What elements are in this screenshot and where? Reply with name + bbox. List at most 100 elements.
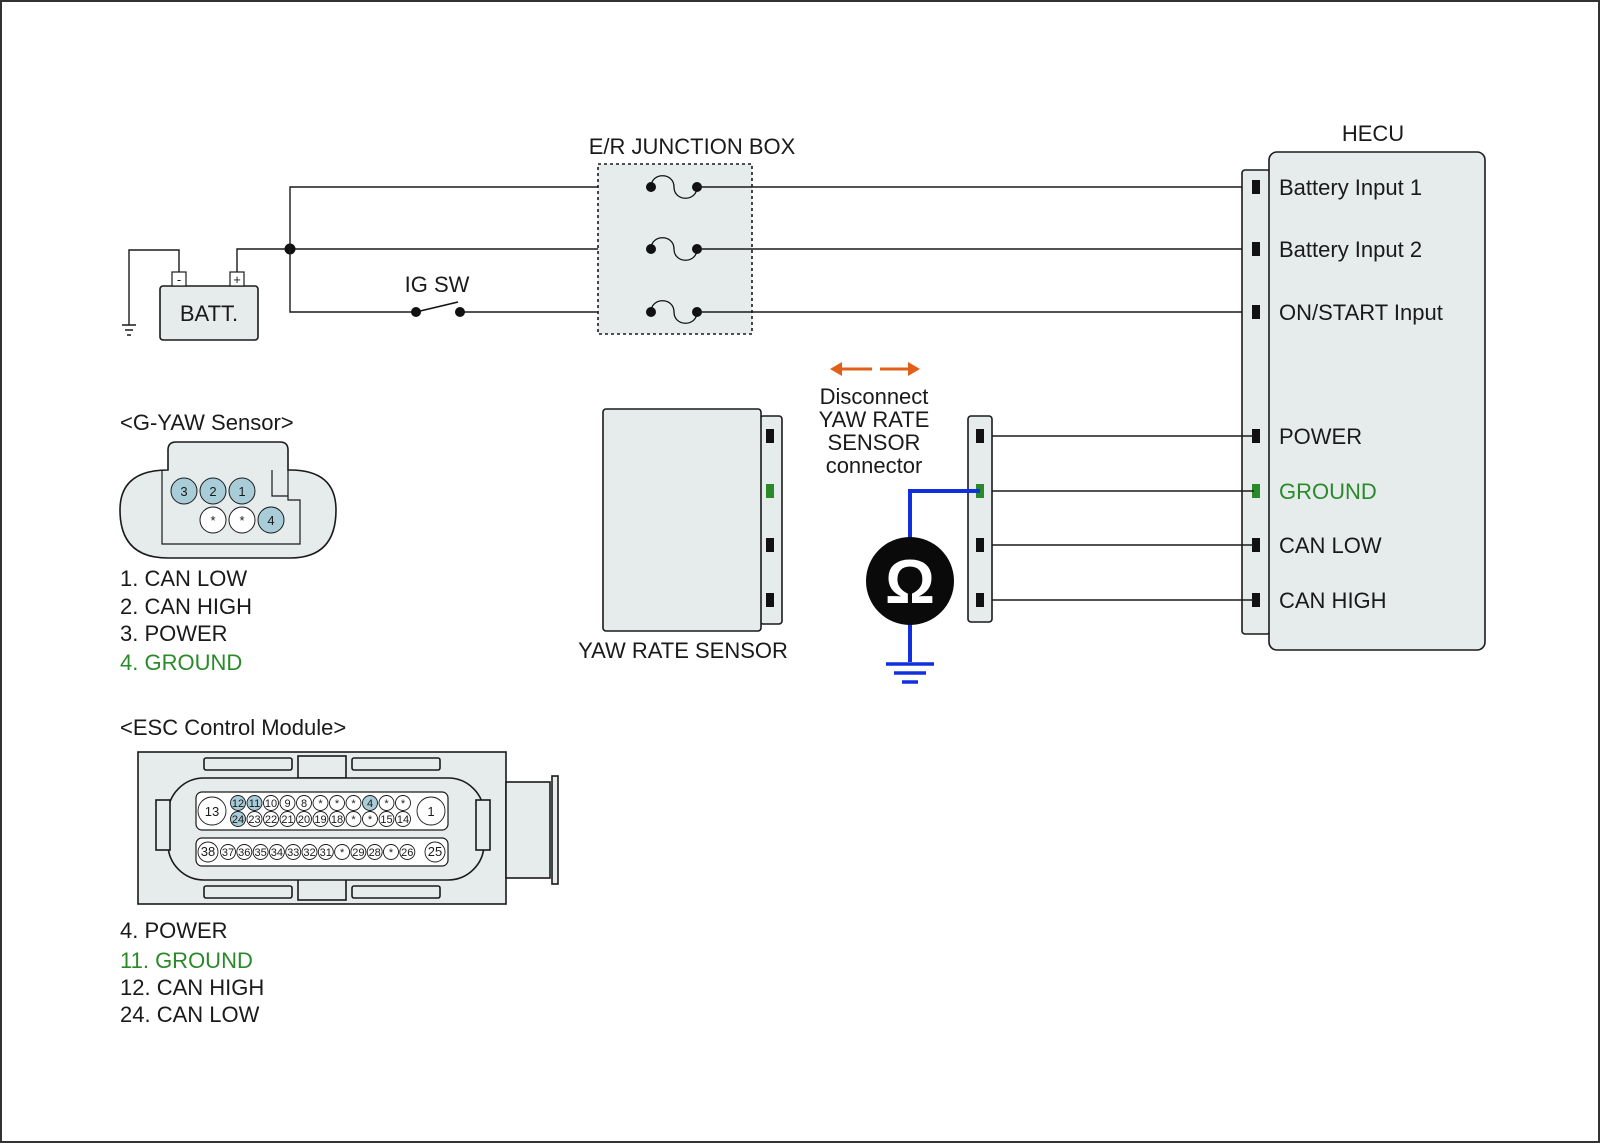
right-arrow-icon	[880, 362, 920, 376]
esc-pin-label: 34	[271, 847, 283, 859]
hecu-pin-label-5: CAN LOW	[1279, 533, 1382, 558]
battery: BATT. - +	[122, 249, 259, 341]
g-yaw-pin	[228, 506, 256, 534]
esc-pin	[197, 796, 227, 826]
g-yaw-pin	[228, 477, 256, 505]
esc-pin	[334, 844, 351, 860]
esc-pin	[378, 811, 395, 827]
hecu-connector-strip	[1241, 169, 1271, 635]
ig-switch-contact-b	[455, 307, 465, 317]
esc-pin	[220, 844, 236, 860]
esc-pin-label: 35	[254, 847, 266, 859]
hecu-pin-3	[1252, 429, 1260, 443]
esc-pin	[399, 844, 416, 860]
esc-pin	[246, 811, 263, 827]
esc-legend-3: 12. CAN HIGH	[120, 975, 264, 1000]
esc-pin	[345, 811, 362, 827]
battery-body	[159, 285, 259, 341]
hecu-pin-label-6: CAN HIGH	[1279, 588, 1387, 613]
jb-to-hecu-wires	[697, 186, 1254, 313]
wire-batt-to-fuse2	[236, 248, 649, 272]
esc-pin	[329, 795, 345, 811]
esc-pin-label: 18	[331, 814, 343, 826]
esc-pin-label: 11	[249, 798, 260, 810]
wire-to-fuse1	[289, 186, 649, 249]
esc-pin-label: *	[351, 814, 356, 826]
esc-pin	[268, 844, 285, 860]
g-yaw-pin	[170, 477, 198, 505]
hecu-pin-6	[1252, 593, 1260, 607]
disconnect-instruction: Disconnect YAW RATE SENSOR connector	[819, 362, 929, 478]
esc-pin-label: 32	[303, 847, 315, 859]
g-yaw-pin	[257, 506, 285, 534]
esc-pin-label: 25	[428, 844, 442, 859]
esc-pin-label: *	[384, 798, 389, 810]
hecu-pin-5	[1252, 538, 1260, 552]
hecu-pin-1	[1252, 242, 1260, 256]
ohmmeter: Ω	[866, 489, 980, 684]
esc-pin-label: *	[389, 847, 394, 859]
battery-label: BATT.	[180, 301, 238, 326]
esc-pin-label: 31	[320, 847, 332, 859]
harness-connector	[967, 415, 993, 623]
esc-pin-label: 20	[298, 814, 310, 826]
hecu-pin-label-2: ON/START Input	[1279, 300, 1443, 325]
meter-lead-top	[908, 489, 980, 540]
g-yaw-pin-label: 1	[238, 484, 245, 499]
esc-side-tab-left	[155, 799, 171, 851]
esc-side-tab-right	[475, 799, 491, 851]
esc-pin-label: 36	[238, 847, 250, 859]
junction-box-title: E/R JUNCTION BOX	[589, 134, 796, 159]
esc-pin	[329, 811, 345, 827]
yaw-sensor-pin	[766, 593, 774, 607]
hecu-pin-2	[1252, 305, 1260, 319]
g-yaw-keyway	[161, 470, 301, 545]
g-yaw-pin	[199, 477, 227, 505]
yaw-sensor-body	[602, 408, 762, 632]
ohm-symbol: Ω	[885, 548, 935, 617]
esc-key-bottom	[297, 877, 347, 901]
esc-pin-label: 23	[248, 814, 260, 826]
g-yaw-pin	[199, 506, 227, 534]
esc-pin-label: 4	[367, 798, 373, 810]
instruction-line-1: Disconnect	[820, 384, 929, 409]
yaw-sensor-connector	[759, 415, 783, 625]
esc-pin	[317, 844, 334, 860]
esc-pin-label: 22	[265, 814, 277, 826]
esc-pin-label: 12	[232, 798, 244, 810]
yaw-sensor-pin	[766, 538, 774, 552]
wire-to-ig-switch	[289, 249, 416, 313]
esc-pin	[279, 795, 296, 811]
ig-switch-blade	[415, 301, 459, 313]
g-yaw-title: <G-YAW Sensor>	[120, 410, 294, 435]
esc-pin	[366, 844, 383, 860]
fuse-2	[646, 237, 702, 261]
g-yaw-pin-label: 4	[267, 513, 274, 528]
fuse-3-symbol	[650, 300, 698, 324]
hecu-pin-4	[1252, 484, 1260, 498]
esc-pin	[236, 844, 253, 860]
esc-pin	[362, 795, 378, 811]
esc-pin	[252, 844, 269, 860]
ground-icon	[886, 662, 934, 684]
esc-rib	[203, 757, 293, 771]
ohm-icon	[866, 537, 954, 625]
esc-pin-label: *	[351, 798, 356, 810]
harness-pin	[976, 538, 984, 552]
esc-title: <ESC Control Module>	[120, 715, 346, 740]
g-yaw-legend-2: 2. CAN HIGH	[120, 594, 252, 619]
esc-pin-label: 37	[222, 847, 234, 859]
harness-pin	[976, 593, 984, 607]
hecu-pin-0	[1252, 180, 1260, 194]
g-yaw-legend-3: 3. POWER	[120, 621, 228, 646]
instruction-line-4: connector	[826, 453, 923, 478]
esc-pin-label: 10	[265, 798, 277, 810]
esc-pin	[230, 811, 246, 827]
esc-pin-label: 15	[380, 814, 392, 826]
